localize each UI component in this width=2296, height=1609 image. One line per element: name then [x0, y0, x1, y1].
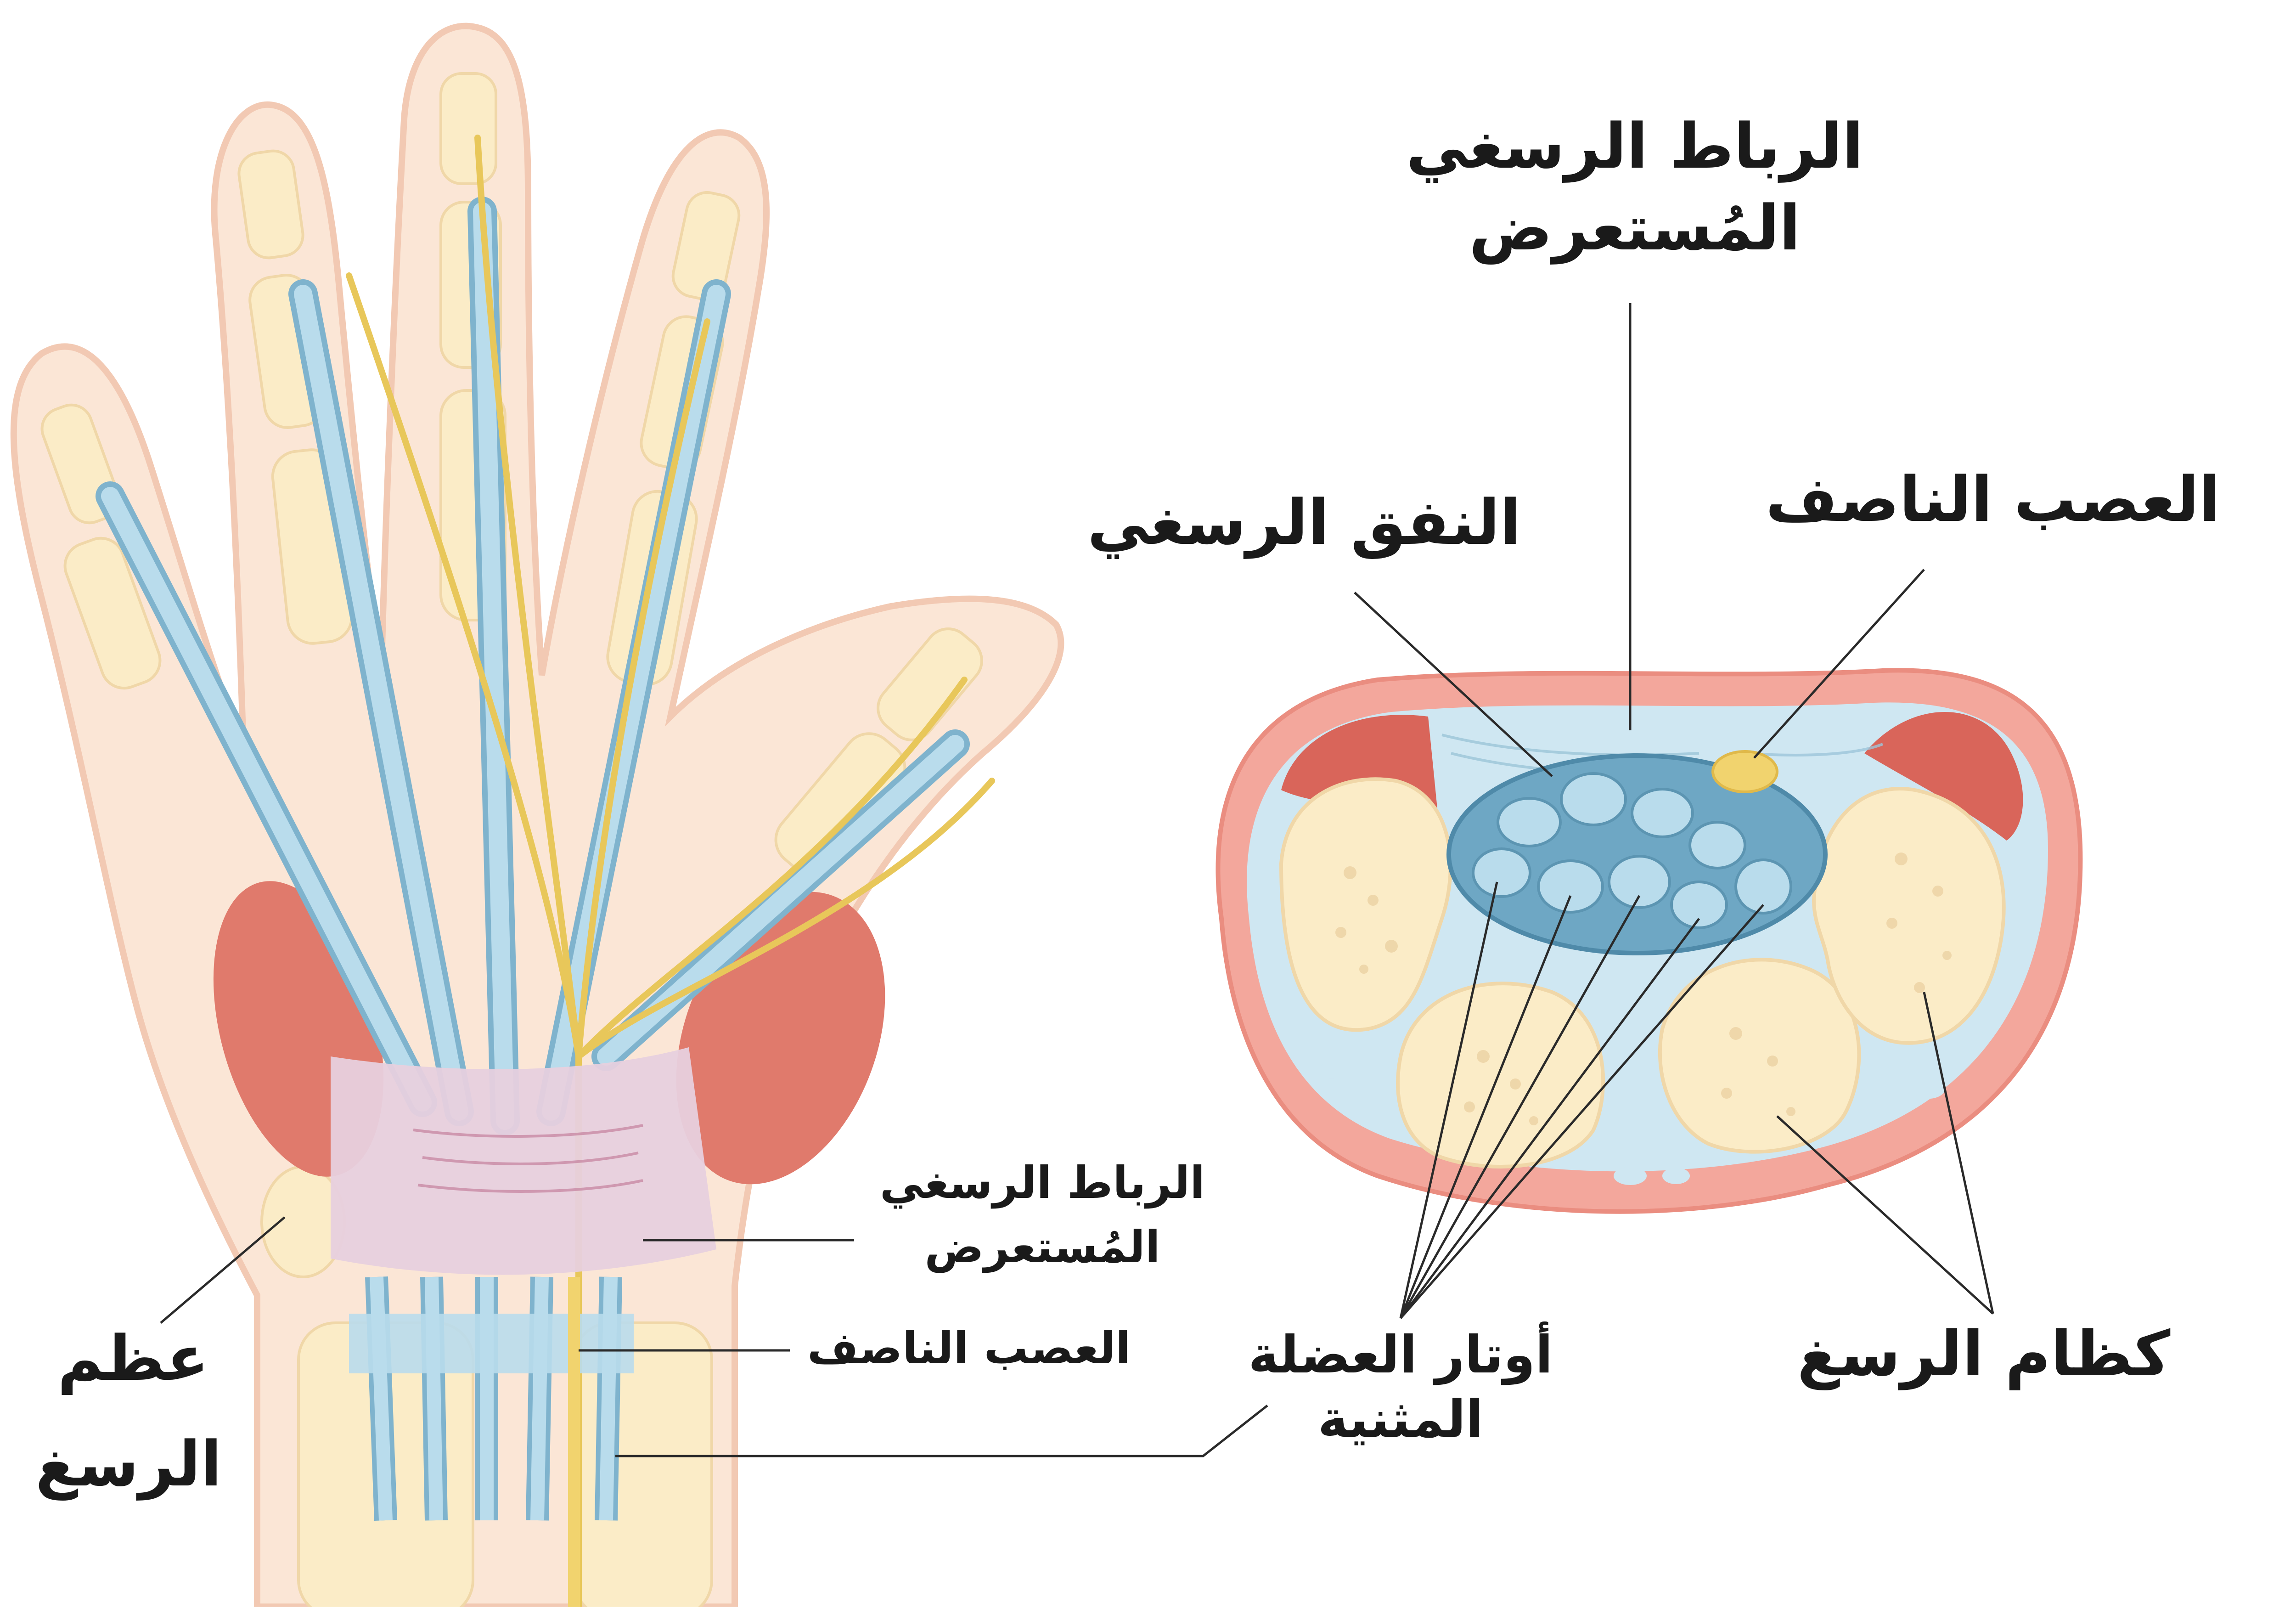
label-median-nerve-small: العصب الناصف [807, 1322, 1131, 1374]
carpal-bones-cross [1279, 777, 2006, 1169]
cross-leader-lines [1354, 303, 1994, 1319]
median-nerve-hand [346, 135, 995, 1609]
cross-section-muscle-right [1864, 712, 2023, 841]
transverse-ligament-hand [331, 1047, 716, 1275]
hand-leader-lines [160, 1216, 1268, 1457]
label-carpal-bone-left-1: عظم [57, 1322, 209, 1394]
tendons-cross [1472, 772, 1792, 929]
label-flexor-tendons: أوتار العضلة المثنية [1248, 1325, 1553, 1449]
wrist-cross-section [1216, 303, 2083, 1319]
label-top-ligament: الرباط الرسغي المُستعرض [1406, 110, 1864, 265]
label-ligament-small-1: الرباط الرسغي [879, 1157, 1205, 1208]
label-carpal-bones-right: كظام الرسغ [1797, 1318, 2171, 1390]
ring-dots [1319, 810, 2043, 1185]
hand-illustration [10, 23, 1268, 1609]
label-median-nerve-right: العصب الناصف [1765, 463, 2221, 536]
label-carpal-tunnel: النفق الرسغي [1087, 486, 1521, 559]
label-carpal-bone-left-2: الرسغ [35, 1428, 222, 1500]
median-nerve-cross [1711, 750, 1778, 793]
label-ligament-small-2: المُستعرض [924, 1221, 1160, 1273]
